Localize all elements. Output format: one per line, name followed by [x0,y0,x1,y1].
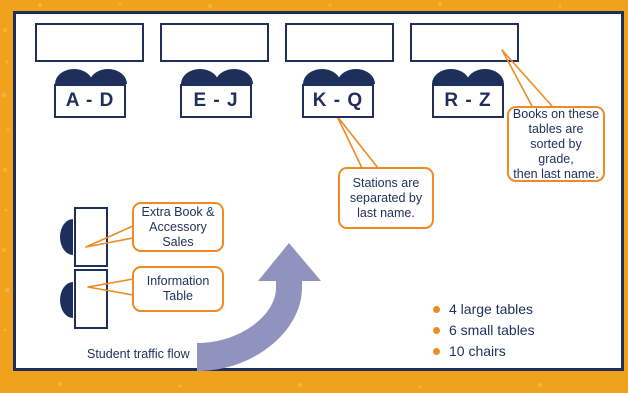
station-label-a-d: A - D [54,84,126,118]
callout-leader-sorted [501,49,553,107]
chair [337,69,375,84]
student-traffic-label: Student traffic flow [87,347,190,361]
chair [55,69,93,84]
chair [89,69,127,84]
inventory-list: 4 large tables 6 small tables 10 chairs [432,299,535,362]
list-item: 4 large tables [432,299,535,320]
callout-sorted-by-grade: Books on these tables are sorted by grad… [507,106,605,182]
list-item: 6 small tables [432,320,535,341]
large-table-1 [35,23,144,62]
chair [181,69,219,84]
chair [215,69,253,84]
small-table-information [74,269,108,329]
small-table-extra-sales [74,207,108,267]
bullet-icon [433,327,440,334]
large-table-4 [410,23,519,62]
callout-leader-information [87,278,134,296]
callout-leader-separated [336,115,379,169]
callout-extra-book-sales: Extra Book & Accessory Sales [132,202,224,252]
chair [60,282,73,318]
bullet-icon [433,306,440,313]
station-label-r-z: R - Z [432,84,504,118]
callout-leader-extra-sales [85,225,134,248]
bullet-icon [433,348,440,355]
callout-stations-separated: Stations are separated by last name. [338,167,434,229]
large-table-2 [160,23,269,62]
station-label-e-j: E - J [180,84,252,118]
chair [466,69,504,84]
callout-information-table: Information Table [132,266,224,312]
station-label-k-q: K - Q [302,84,374,118]
chair [432,69,470,84]
curved-up-arrow-icon [197,243,321,371]
chair [60,219,73,255]
list-item: 10 chairs [432,341,535,362]
large-table-3 [285,23,394,62]
chair [303,69,341,84]
